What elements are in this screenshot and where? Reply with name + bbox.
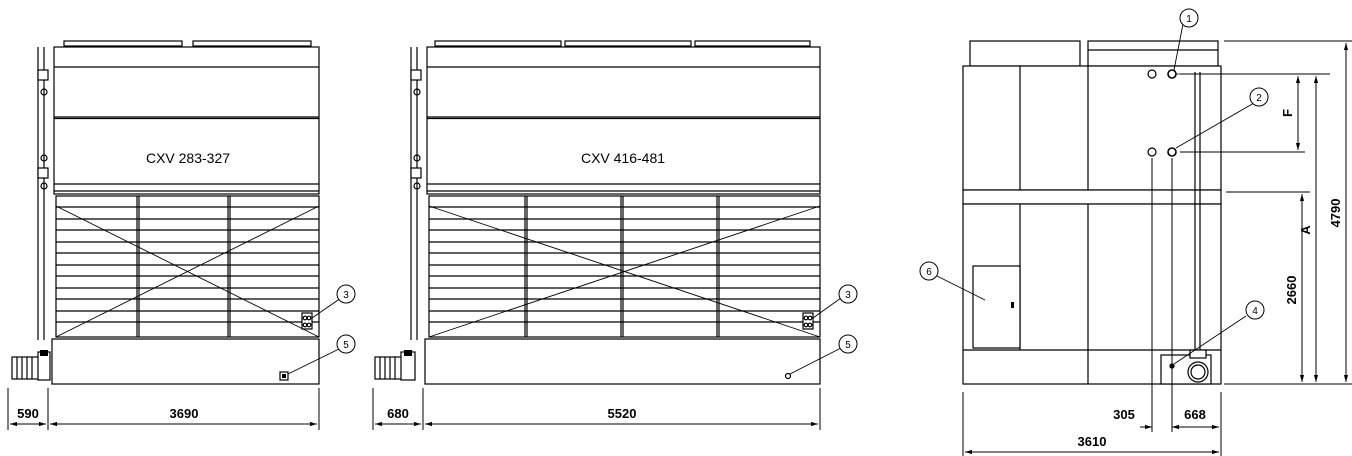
svg-text:6: 6 (926, 267, 932, 278)
callout-3-middle: 3 (838, 284, 858, 304)
callout-3-left: 3 (336, 284, 356, 304)
svg-text:3: 3 (845, 290, 851, 301)
svg-text:2: 2 (1256, 93, 1262, 104)
callout-leaders (287, 23, 1255, 375)
front-view-cxv-416-481 (374, 40, 821, 385)
dim-height-a: A (1298, 225, 1313, 235)
dimension-lines (7, 40, 1352, 456)
dim-side-668: 668 (1184, 407, 1206, 422)
svg-text:5: 5 (845, 340, 851, 351)
side-view (962, 40, 1222, 385)
svg-text:4: 4 (1252, 306, 1258, 317)
front-view-cxv-283-327 (11, 40, 320, 385)
svg-text:5: 5 (343, 340, 349, 351)
dim-middle-extra: 680 (387, 406, 409, 421)
dim-side-305: 305 (1113, 407, 1135, 422)
callout-1: 1 (1179, 8, 1199, 28)
dim-middle-main: 5520 (608, 406, 637, 421)
dim-height-total: 4790 (1328, 199, 1343, 228)
dim-side-total: 3610 (1078, 434, 1107, 449)
callout-5-middle: 5 (838, 334, 858, 354)
callout-5-left: 5 (336, 334, 356, 354)
view-label-middle: CXV 416-481 (581, 150, 665, 166)
dim-height-2660: 2660 (1284, 276, 1299, 305)
view-label-left: CXV 283-327 (146, 150, 230, 166)
svg-text:3: 3 (343, 290, 349, 301)
callout-2: 2 (1249, 87, 1269, 107)
dim-height-f: F (1280, 109, 1295, 117)
callout-6: 6 (919, 261, 939, 281)
dim-left-extra: 590 (17, 406, 39, 421)
callout-4: 4 (1245, 300, 1265, 320)
dim-left-main: 3690 (170, 406, 199, 421)
svg-text:1: 1 (1186, 14, 1192, 25)
